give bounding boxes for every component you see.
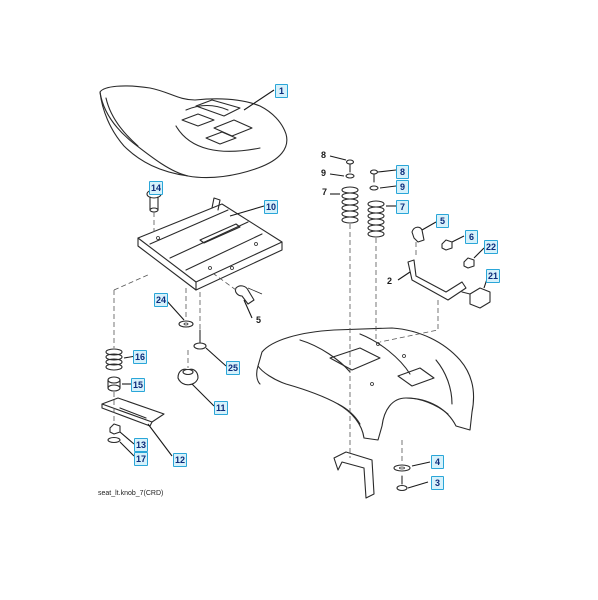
callout-9-right: 9 [396, 180, 409, 194]
callout-22: 22 [484, 240, 499, 254]
spring-left-7 [341, 186, 359, 224]
bolt-right-8 [369, 169, 379, 183]
bolt-left-8 [345, 159, 355, 173]
label-7-left: 7 [322, 187, 328, 197]
washer-right-9 [369, 185, 379, 191]
callout-21: 21 [486, 269, 501, 283]
callout-25: 25 [226, 361, 241, 375]
washer-left-9 [345, 173, 355, 179]
callout-6: 6 [465, 230, 478, 244]
bolt-3 [396, 475, 408, 492]
callout-1: 1 [275, 84, 288, 98]
fender [256, 327, 475, 441]
knob-11 [177, 368, 199, 386]
seat [99, 85, 288, 179]
callout-10: 10 [264, 200, 279, 214]
washer-24 [178, 320, 194, 328]
clip-left [234, 285, 263, 305]
callout-13: 13 [134, 438, 149, 452]
callout-3: 3 [431, 476, 444, 490]
label-9-left: 9 [321, 168, 327, 178]
callout-16: 16 [133, 350, 148, 364]
nut-6 [441, 239, 453, 251]
callout-4: 4 [431, 455, 444, 469]
callout-17: 17 [134, 452, 149, 466]
nut-22 [463, 257, 475, 269]
label-5-left: 5 [256, 315, 262, 325]
bracket-2 [407, 259, 467, 301]
callout-5-right: 5 [436, 214, 449, 228]
nut-13 [107, 423, 121, 444]
label-2: 2 [387, 276, 393, 286]
label-8-left: 8 [321, 150, 327, 160]
diagram-caption: seat_lt.knob_7(CRD) [98, 490, 164, 497]
lower-bracket [333, 451, 375, 499]
callout-7-right: 7 [396, 200, 409, 214]
bolt-25 [193, 329, 207, 350]
callout-15: 15 [131, 378, 146, 392]
callout-12: 12 [173, 453, 188, 467]
seat-pan [137, 197, 283, 291]
callout-11: 11 [214, 401, 228, 415]
spring-16 [105, 348, 123, 371]
callout-8-right: 8 [396, 165, 409, 179]
clip-right [411, 226, 425, 243]
switch-21 [461, 287, 491, 309]
bracket-12 [101, 397, 165, 427]
washer-4 [393, 464, 411, 472]
spring-right-7 [367, 200, 385, 238]
spacer-15 [107, 376, 121, 392]
assembly-lines [113, 212, 439, 462]
callout-14: 14 [149, 181, 164, 195]
callout-24: 24 [154, 293, 169, 307]
